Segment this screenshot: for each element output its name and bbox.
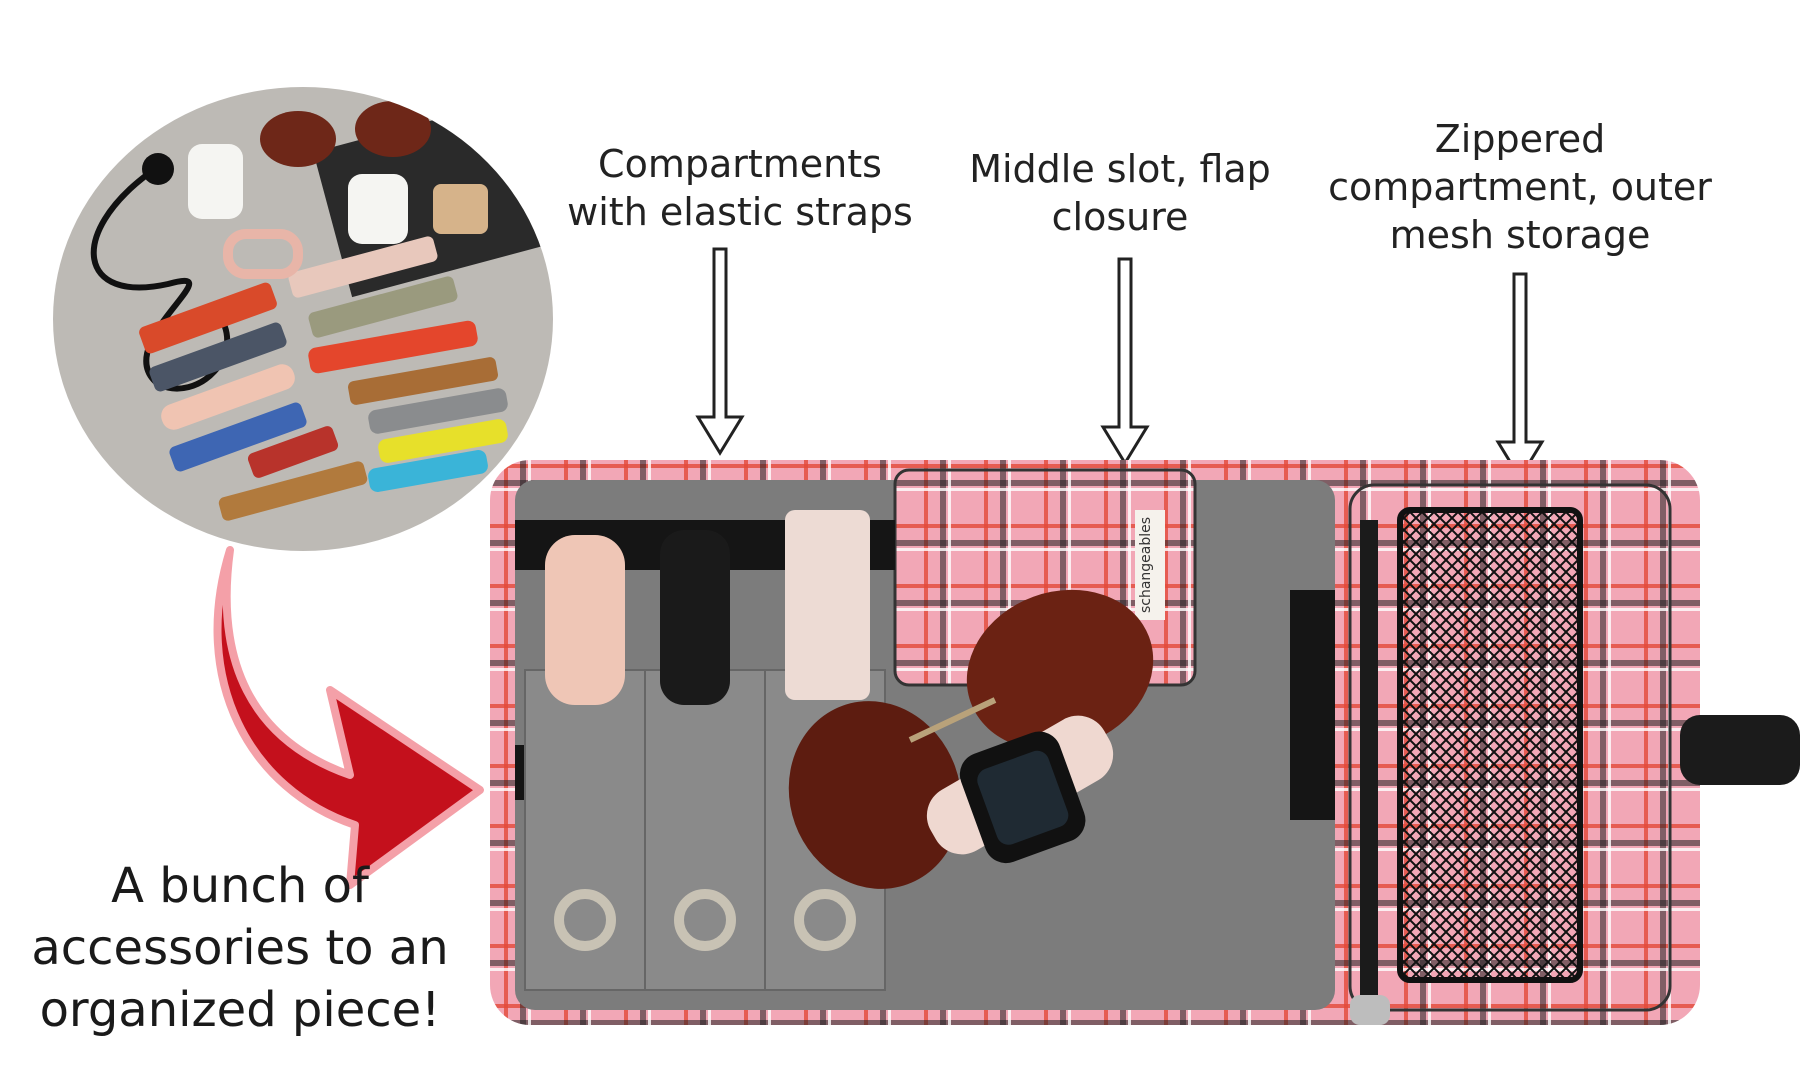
brand-tag-text: schangeables — [1138, 517, 1154, 613]
label-compartments-line1: Compartments — [598, 142, 882, 186]
label-middle-slot-line2: closure — [1051, 195, 1189, 239]
label-zippered-line2: compartment, outer — [1328, 165, 1712, 209]
down-arrow-icon — [1100, 257, 1150, 466]
label-middle-slot-line1: Middle slot, flap — [969, 147, 1271, 191]
label-zippered: Zippered compartment, outer mesh storage — [1320, 115, 1720, 259]
zipper-pull-icon — [1350, 995, 1390, 1025]
mesh-pocket — [1397, 507, 1583, 983]
closure-tab — [1680, 715, 1800, 785]
caption-line1: A bunch of — [111, 858, 369, 914]
sunglasses-lens — [966, 589, 1154, 751]
label-zippered-line1: Zippered — [1434, 117, 1606, 161]
label-compartments: Compartments with elastic straps — [450, 140, 1030, 236]
sunglasses-lens — [788, 701, 962, 889]
red-curved-arrow-icon — [213, 546, 484, 889]
caption-line2: accessories to an — [31, 920, 449, 976]
down-arrow-icon — [695, 247, 745, 456]
brand-tag — [1135, 510, 1165, 620]
accessories-photo — [53, 87, 553, 551]
charger-icon — [142, 153, 174, 185]
label-zippered-line3: mesh storage — [1389, 213, 1651, 257]
caption: A bunch of accessories to an organized p… — [30, 855, 450, 1041]
zipper — [1360, 520, 1378, 1000]
watch-band-organizer: schangeables — [490, 460, 1800, 1025]
caption-line3: organized piece! — [39, 982, 441, 1038]
label-middle-slot: Middle slot, flap closure — [940, 145, 1300, 241]
label-compartments-line2: with elastic straps — [567, 190, 913, 234]
